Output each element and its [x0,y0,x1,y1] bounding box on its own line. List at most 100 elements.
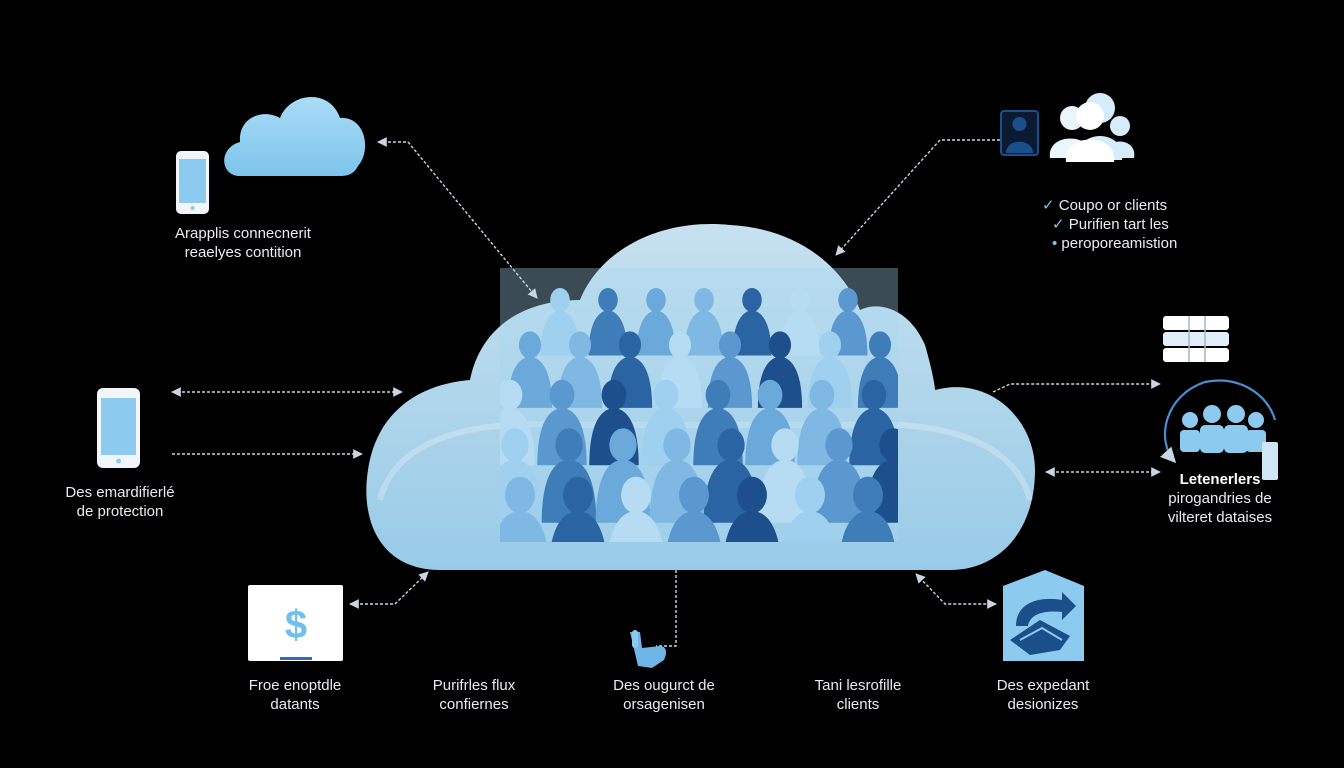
person-silhouette-head [646,288,666,312]
label-line: Des expedant [996,677,1090,694]
connector-database [992,379,1161,393]
label-line: ✓ Coupo or clients [1042,196,1222,215]
person-silhouette-head [679,476,709,514]
pointer-hand-icon [630,630,667,668]
label-client-groups: ✓ Coupo or clients ✓ Purifien tart les •… [1042,196,1222,253]
person-silhouette-head [550,288,570,312]
person-silhouette-head [563,476,593,514]
person-silhouette-body [551,511,605,542]
connector-share [915,573,997,609]
label-line: Purifrles flux [432,677,516,694]
person-silhouette-head [790,288,810,312]
check-icon: ✓ [1042,197,1059,214]
person-silhouette-body [725,511,779,542]
person-silhouette-head [518,331,542,359]
label-flows: Purifrles flux confiernes [404,676,544,714]
person-silhouette-body [732,310,772,356]
person-silhouette-head [668,331,692,359]
person-silhouette-head [505,476,535,514]
smartphone-icon [176,151,209,214]
label-line: Tani lesrofille [814,677,902,694]
label-line: de protection [76,503,164,520]
person-silhouette-body [609,511,663,542]
person-silhouette-head [809,379,835,411]
person-silhouette-head [549,379,575,411]
label-line: Arapplis connecnerit [175,225,311,242]
label-text: Purifien tart les [1068,216,1169,233]
person-silhouette-head [771,428,799,462]
person-silhouette-head [825,428,853,462]
cloud-icon [224,96,366,176]
people-crowd-icon [500,268,898,542]
person-silhouette-head [838,288,858,312]
person-silhouette-head [601,379,627,411]
connector-hand [656,570,677,647]
person-silhouette-head [717,428,745,462]
label-line: clients [836,696,880,713]
person-silhouette-head [879,428,898,462]
label-mobile-protection: Des emardifierlé de protection [40,483,200,521]
person-silhouette-body [500,511,547,542]
label-line: Des emardifierlé [65,484,175,501]
person-silhouette-body [783,511,837,542]
person-silhouette-head [718,331,742,359]
label-line: confiernes [439,696,509,713]
person-silhouette-head [500,379,523,411]
database-icon [1163,316,1229,362]
label-text: Coupo or clients [1058,197,1168,214]
person-silhouette-body [841,511,895,542]
connectors [171,137,1161,647]
person-silhouette-head [853,476,883,514]
person-silhouette-head [818,331,842,359]
label-line: Letenerlers [1179,471,1261,488]
label-client-profiles: Tani lesrofille clients [788,676,928,714]
person-silhouette-head [742,288,762,312]
share-shield-icon [1003,570,1084,661]
person-silhouette-body [811,459,867,523]
connector-groups [835,139,1000,256]
person-silhouette-head [705,379,731,411]
bullet-icon: • [1052,235,1062,252]
person-silhouette-head [501,428,529,462]
person-silhouette-head [694,288,714,312]
label-apps-connected: Arapplis connecnerit reaelyes contition [158,224,328,262]
smartphone-icon [97,388,140,468]
label-line: Froe enoptdle [248,677,342,694]
label-databases: Letenerlers pirogandries de vilteret dat… [1135,470,1305,527]
label-line: desionizes [1007,696,1079,713]
person-silhouette-head [568,331,592,359]
label-expedient: Des expedant desionizes [973,676,1113,714]
sync-group-icon [1159,379,1278,480]
person-silhouette-head [609,428,637,462]
person-silhouette-body [588,310,628,356]
label-line: • peroporeamistion [1042,234,1222,253]
person-silhouette-head [868,331,892,359]
dollar-screen-icon: $ [248,585,343,661]
person-silhouette-head [768,331,792,359]
person-silhouette-head [653,379,679,411]
label-line: Des ougurct de [613,677,715,694]
connector-dollar [349,571,429,609]
person-silhouette-head [555,428,583,462]
person-silhouette-head [598,288,618,312]
label-organisation: Des ougurct de orsagenisen [594,676,734,714]
person-silhouette-head [618,331,642,359]
person-silhouette-body [667,511,721,542]
label-line: vilteret dataises [1167,509,1273,526]
label-line: orsagenisen [623,696,705,713]
person-silhouette-head [621,476,651,514]
person-silhouette-head [795,476,825,514]
person-silhouette-body [684,310,724,356]
label-line: reaelyes contition [184,244,302,261]
person-silhouette-head [663,428,691,462]
person-silhouette-body [636,310,676,356]
check-icon: ✓ [1052,216,1069,233]
label-line: pirogandries de [1168,490,1272,507]
label-line: datants [270,696,320,713]
label-free-data: Froe enoptdle datants [225,676,365,714]
connector-apps [377,137,538,299]
label-text: peroporeamistion [1061,235,1178,252]
person-silhouette-head [737,476,767,514]
user-group-icon [1000,93,1135,162]
